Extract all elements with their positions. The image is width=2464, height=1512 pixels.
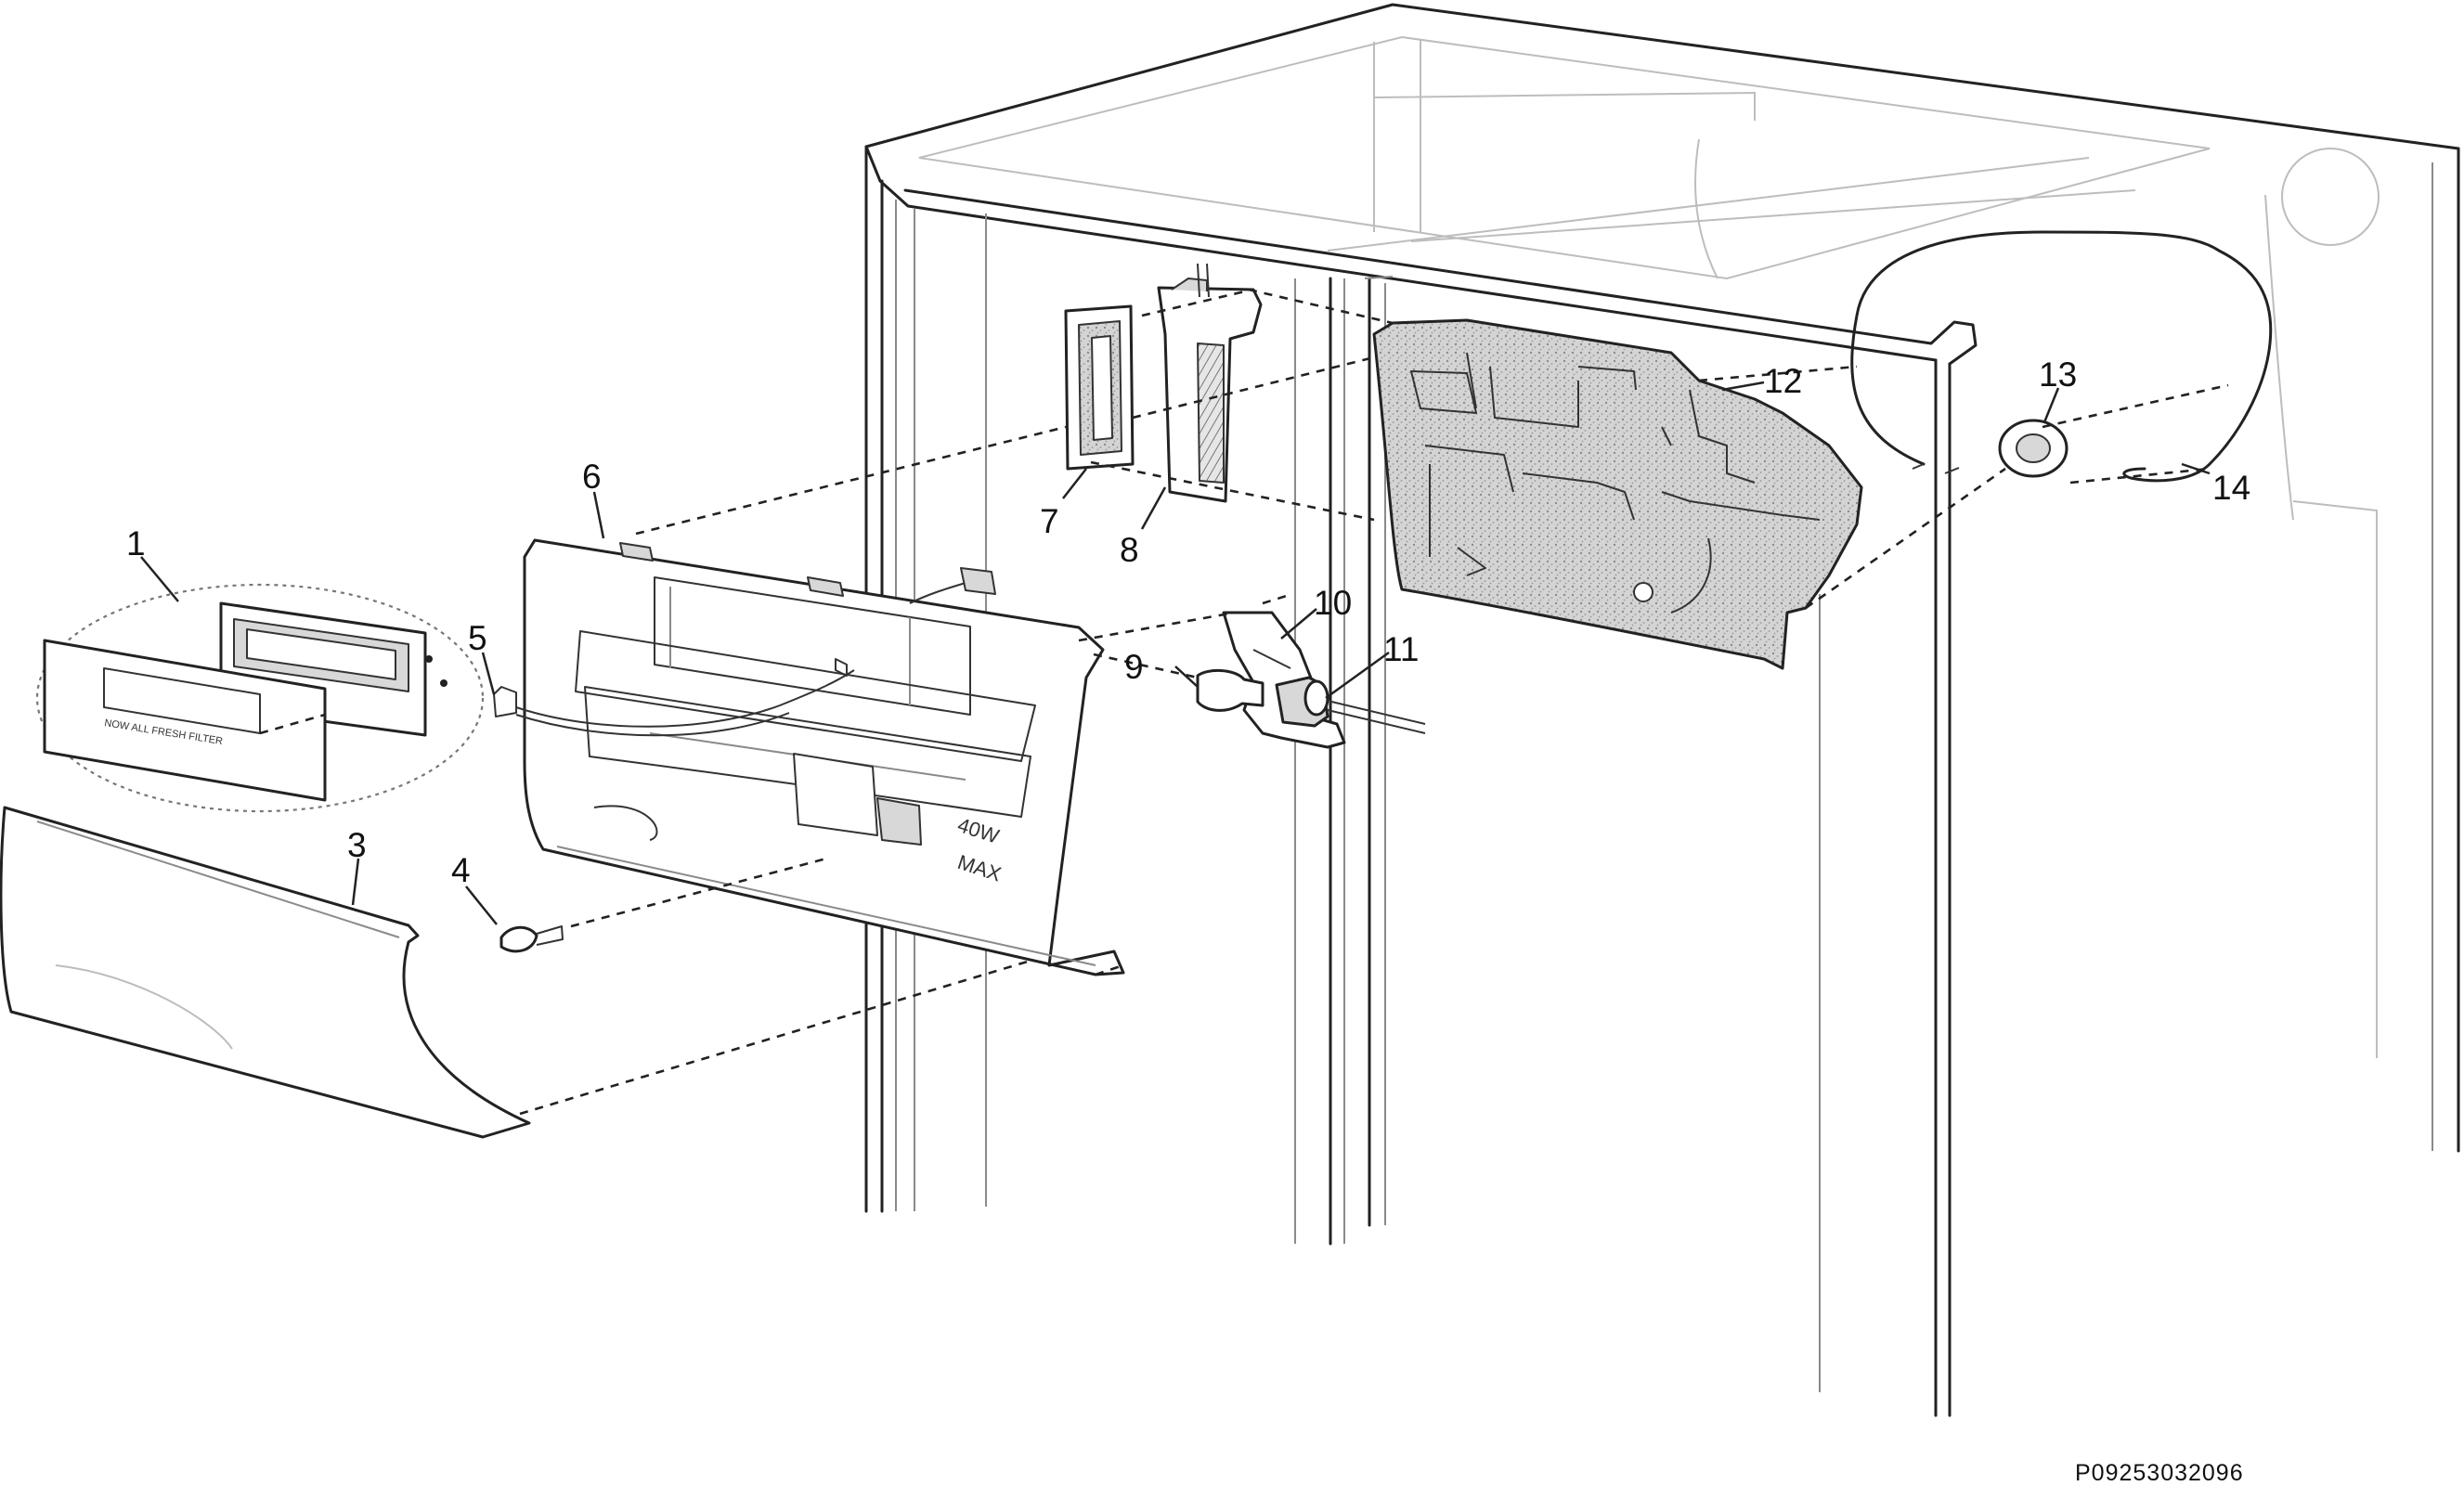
callout-6: 6 [582,458,602,496]
callout-3: 3 [347,826,367,864]
lamp-socket-bracket [1196,611,1426,749]
lower-shield [0,806,531,1139]
refrigerator-cabinet [864,3,2460,1417]
grommet [1998,419,2068,478]
callout-13: 13 [2039,355,2077,394]
callout-9: 9 [1124,648,1144,686]
sensor-wire [1850,230,2273,483]
callout-14: 14 [2212,469,2250,507]
callout-7: 7 [1040,502,1059,540]
wire-harness [493,567,996,737]
callout-5: 5 [468,619,487,657]
callout-4: 4 [451,851,471,889]
damper-control [1157,263,1263,503]
callout-8: 8 [1120,531,1139,569]
callout-1: 1 [126,524,146,562]
callout-12: 12 [1764,362,1802,400]
callout-11: 11 [1383,630,1419,668]
assembly-lines [519,288,2229,1116]
callout-10: 10 [1314,584,1352,622]
lamp-housing: 40W MAX [523,538,1125,976]
screw [499,925,564,953]
part-code: P09253032096 [2075,1460,2244,1486]
charcoal-filter [1064,304,1135,471]
air-duct-cover [1372,318,1863,670]
control-panel-assembly: NOW ALL FRESH FILTER [35,583,485,813]
leader-lines [140,381,2211,925]
callout-labels: 1 3 4 5 6 7 8 9 10 11 12 13 14 [126,355,2250,889]
